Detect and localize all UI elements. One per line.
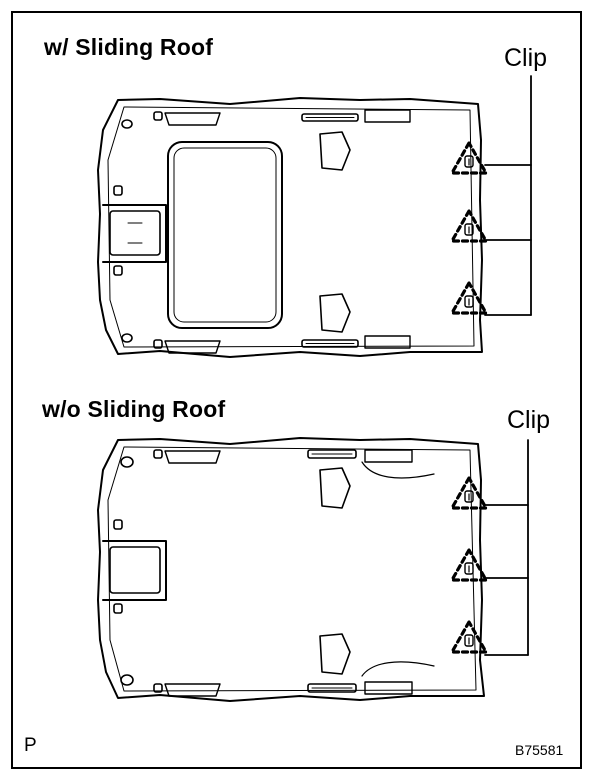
clip-label-bottom: Clip	[507, 406, 551, 434]
clip-label-top: Clip	[504, 44, 548, 72]
clip-leader-top	[484, 75, 532, 316]
figure-code: B75581	[515, 742, 564, 758]
clip-leader-bottom	[484, 439, 529, 656]
corner-letter: P	[24, 735, 37, 756]
section-heading-without-sliding-roof: w/o Sliding Roof	[42, 396, 226, 422]
figure-frame	[11, 11, 582, 769]
headliner-without-sliding-roof	[97, 437, 485, 702]
headliner-with-sliding-roof	[97, 97, 483, 358]
section-heading-with-sliding-roof: w/ Sliding Roof	[44, 34, 214, 60]
